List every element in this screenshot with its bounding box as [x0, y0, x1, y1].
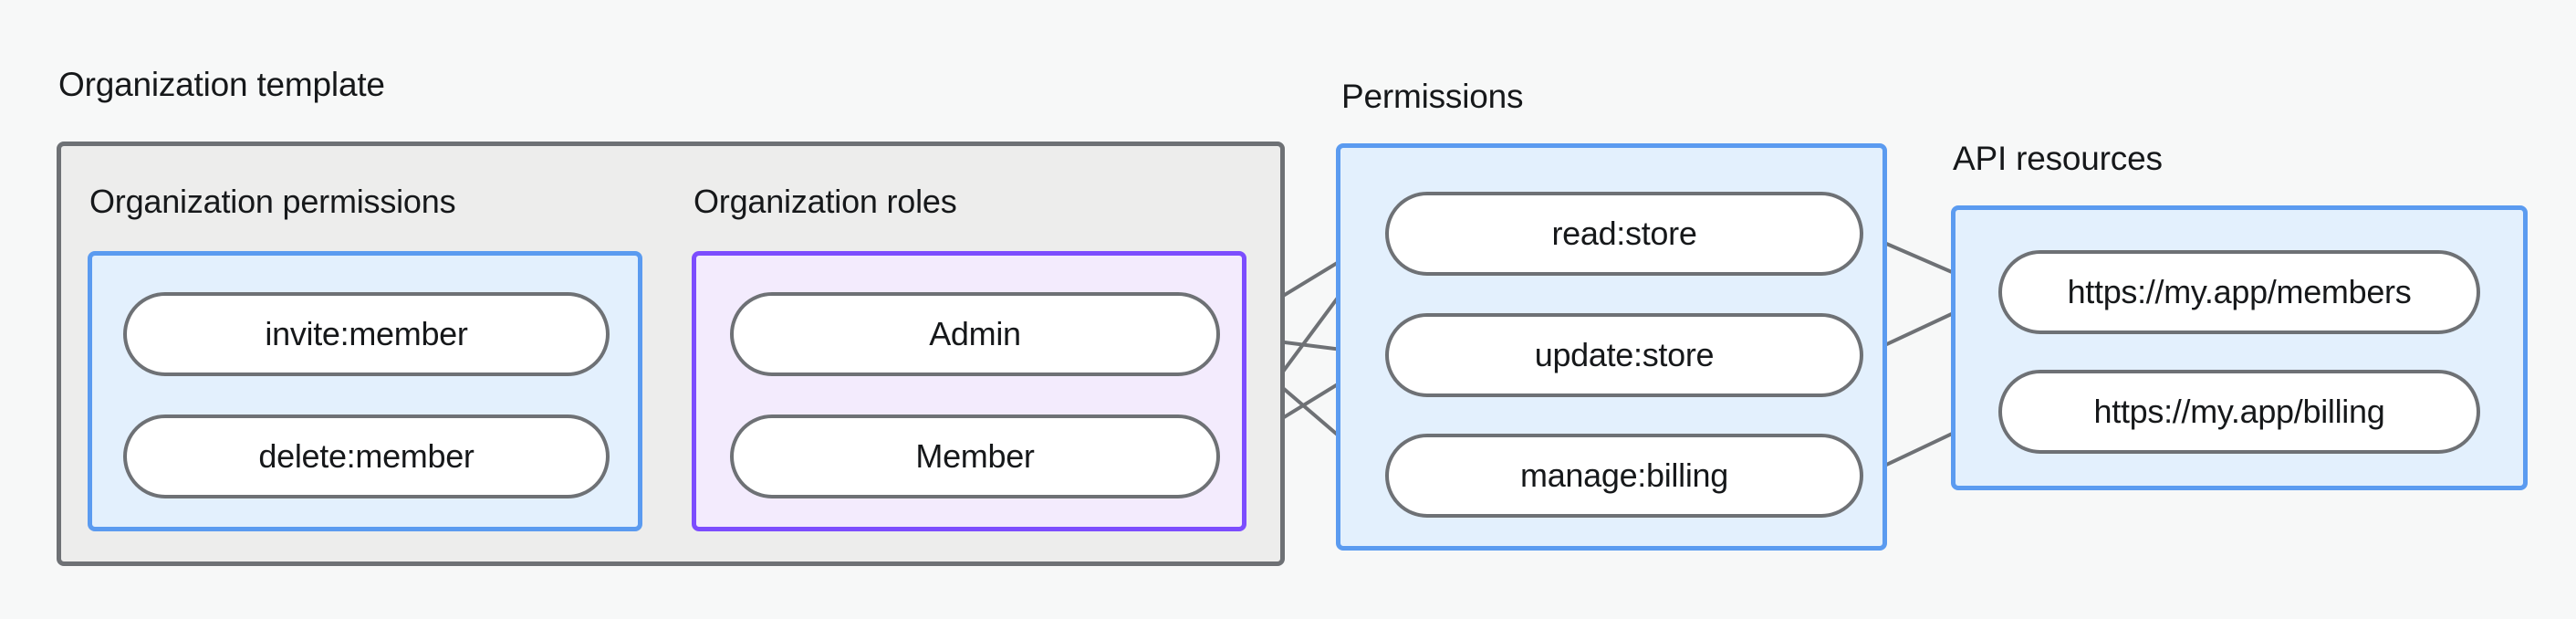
node-members-url[interactable]: https://my.app/members	[1998, 250, 2480, 334]
permissions-title: Permissions	[1341, 78, 1524, 115]
node-member-label: Member	[915, 437, 1035, 475]
node-admin-label: Admin	[929, 315, 1021, 352]
node-delete-member[interactable]: delete:member	[123, 414, 610, 498]
node-manage-billing-label: manage:billing	[1520, 456, 1728, 494]
node-update-store-label: update:store	[1534, 336, 1715, 373]
organization-permissions-title: Organization permissions	[89, 183, 456, 220]
node-read-store-label: read:store	[1551, 215, 1697, 252]
api-resources-title: API resources	[1953, 140, 2163, 177]
node-manage-billing[interactable]: manage:billing	[1385, 434, 1863, 518]
node-update-store[interactable]: update:store	[1385, 313, 1863, 397]
node-member[interactable]: Member	[730, 414, 1220, 498]
node-invite-member[interactable]: invite:member	[123, 292, 610, 376]
organization-template-title: Organization template	[58, 66, 385, 103]
node-delete-member-label: delete:member	[258, 437, 475, 475]
organization-roles-title: Organization roles	[694, 183, 957, 220]
node-billing-url-label: https://my.app/billing	[2093, 393, 2385, 430]
node-billing-url[interactable]: https://my.app/billing	[1998, 370, 2480, 454]
node-admin[interactable]: Admin	[730, 292, 1220, 376]
node-invite-member-label: invite:member	[265, 315, 468, 352]
node-members-url-label: https://my.app/members	[2067, 273, 2412, 310]
node-read-store[interactable]: read:store	[1385, 192, 1863, 276]
